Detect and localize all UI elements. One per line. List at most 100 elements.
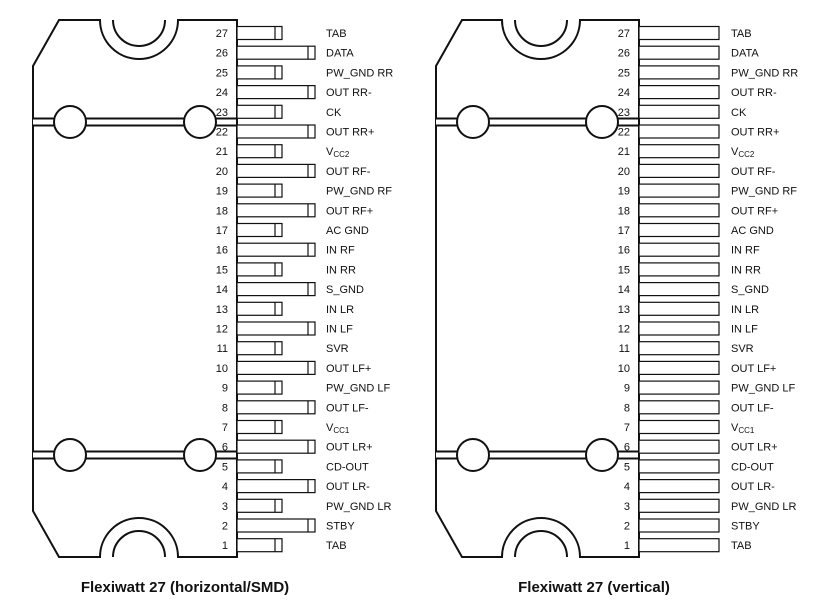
pin-label: OUT RF+	[326, 205, 373, 217]
pin-label: SVR	[326, 343, 349, 355]
pin-lead	[638, 360, 720, 375]
pin-lead	[638, 222, 720, 238]
pin-label: PW_GND RR	[326, 67, 393, 79]
pin-number: 20	[618, 166, 630, 178]
pin-lead	[236, 262, 283, 277]
pin-label: S_GND	[731, 284, 769, 296]
pin-lead	[236, 84, 316, 100]
pin-label: TAB	[731, 540, 752, 552]
pin-lead	[236, 380, 283, 395]
pin-lead	[236, 222, 283, 238]
pin-label: OUT LR+	[326, 442, 373, 454]
pin-number: 1	[624, 540, 630, 552]
pin-7: 7 VCC1	[222, 419, 350, 435]
pin-label: OUT LR-	[731, 481, 775, 493]
pin-number: 15	[216, 264, 228, 276]
pin-lead	[236, 183, 283, 198]
pin-lead	[638, 419, 720, 435]
pin-lead	[638, 242, 720, 257]
pin-23: 23 CK	[618, 104, 747, 119]
pin-number: 25	[216, 67, 228, 79]
pin-number: 22	[216, 127, 228, 139]
pin-label: OUT RR-	[731, 87, 777, 99]
pin-number: 8	[222, 402, 228, 414]
pin-number: 7	[222, 422, 228, 434]
pin-label: DATA	[731, 48, 759, 60]
pin-label: VCC2	[326, 146, 350, 159]
pin-21: 21 VCC2	[216, 144, 350, 159]
pin-number: 16	[618, 245, 630, 257]
pin-lead	[638, 459, 720, 474]
pin-lead	[638, 262, 720, 277]
pin-label: IN RF	[326, 245, 355, 257]
pin-label: OUT RF-	[731, 166, 776, 178]
pin-lead	[638, 84, 720, 100]
pin-lead	[638, 124, 720, 139]
pin-number: 5	[624, 461, 630, 473]
pin-number: 6	[222, 442, 228, 454]
pin-number: 24	[618, 87, 630, 99]
pin-number: 23	[216, 107, 228, 119]
pin-label: VCC1	[326, 422, 350, 435]
pin-label: OUT RR+	[326, 127, 374, 139]
pin-label: DATA	[326, 48, 354, 60]
pin-14: 14 S_GND	[618, 282, 769, 297]
package-outline	[435, 19, 640, 558]
pin-lead	[236, 163, 316, 178]
pin-number: 14	[216, 284, 228, 296]
pin-label: PW_GND LF	[731, 383, 795, 395]
pin-label: CD-OUT	[731, 461, 774, 473]
pin-number: 27	[216, 28, 228, 40]
pin-20: 20 OUT RF-	[618, 163, 776, 178]
mounting-slot	[33, 438, 237, 472]
pin-label: OUT LF-	[731, 402, 774, 414]
pin-label: CD-OUT	[326, 461, 369, 473]
pin-number: 12	[618, 324, 630, 336]
mounting-slot	[436, 438, 639, 472]
pin-label: TAB	[326, 28, 347, 40]
pin-number: 24	[216, 87, 228, 99]
pin-lead	[236, 400, 316, 415]
pin-number: 2	[222, 521, 228, 533]
pin-label: CK	[326, 107, 342, 119]
pin-number: 14	[618, 284, 630, 296]
pin-number: 22	[618, 127, 630, 139]
caption-vertical: Flexiwatt 27 (vertical)	[518, 579, 670, 596]
pin-lead	[236, 321, 316, 336]
pin-lead	[638, 538, 720, 553]
pin-label: AC GND	[326, 225, 369, 237]
pin-label: OUT RR-	[326, 87, 372, 99]
pin-lead	[638, 479, 720, 494]
pin-number: 23	[618, 107, 630, 119]
pin-label: PW_GND LF	[326, 383, 390, 395]
pin-label: OUT LF-	[326, 402, 369, 414]
pin-24: 24 OUT RR-	[618, 84, 777, 100]
pin-lead	[236, 65, 283, 80]
mounting-slot	[436, 105, 639, 139]
pin-label: CK	[731, 107, 747, 119]
pin-label: OUT RF+	[731, 205, 778, 217]
pin-number: 21	[216, 146, 228, 158]
pin-lead	[236, 242, 316, 257]
pin-label: SVR	[731, 343, 754, 355]
pin-number: 4	[222, 481, 228, 493]
pin-number: 18	[618, 205, 630, 217]
pin-number: 7	[624, 422, 630, 434]
pin-lead	[638, 203, 720, 218]
